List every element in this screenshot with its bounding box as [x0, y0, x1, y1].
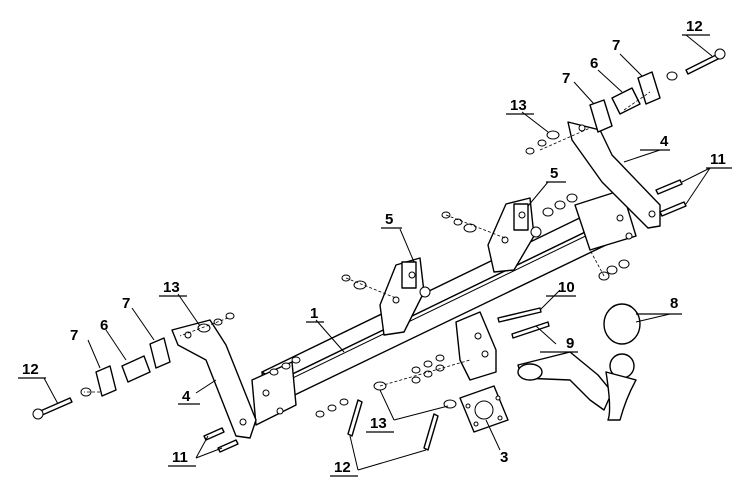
callout-11-left: 11	[172, 449, 188, 466]
washer-nut-set	[197, 130, 630, 418]
callout-10: 10	[558, 279, 575, 296]
callout-12-left: 12	[22, 361, 39, 378]
right-side-arm-part-4	[567, 121, 661, 229]
electric-socket-plate-part-3	[459, 385, 509, 433]
mid-bracket-part-5	[379, 257, 431, 336]
callout-7-left-a: 7	[70, 327, 78, 344]
callout-3: 3	[500, 449, 508, 466]
callout-1: 1	[310, 305, 318, 322]
callout-6-right: 6	[590, 55, 598, 72]
callout-13-left: 13	[163, 279, 180, 296]
top-spacer-assembly	[589, 48, 726, 133]
callout-labels: 1 3 4 4 5 5 6 6 7 7 7 7 8 9 10 11 11 12 …	[18, 18, 732, 477]
callout-7-top-b: 7	[562, 70, 570, 87]
callout-9: 9	[566, 335, 574, 352]
callout-12-bottom: 12	[334, 459, 351, 476]
left-side-arm-part-4	[171, 319, 257, 439]
callout-5-mid: 5	[385, 211, 393, 228]
right-bracket-part-5	[487, 197, 542, 273]
callout-4-right: 4	[660, 133, 669, 150]
callout-7-left-b: 7	[122, 295, 130, 312]
leader-lines	[43, 34, 713, 471]
callout-13-top: 13	[510, 97, 527, 114]
callout-4-left: 4	[182, 388, 191, 405]
callout-7-top-a: 7	[612, 37, 620, 54]
callout-12-top: 12	[686, 18, 703, 35]
callout-11-right: 11	[710, 151, 726, 168]
callout-8: 8	[670, 295, 678, 312]
callout-13-bottom: 13	[370, 415, 387, 432]
left-spacer-assembly	[32, 337, 171, 420]
alignment-lines	[84, 91, 651, 393]
callout-5-right: 5	[550, 165, 558, 182]
tow-ball-part-8	[517, 303, 641, 421]
callout-6-left: 6	[100, 317, 108, 334]
